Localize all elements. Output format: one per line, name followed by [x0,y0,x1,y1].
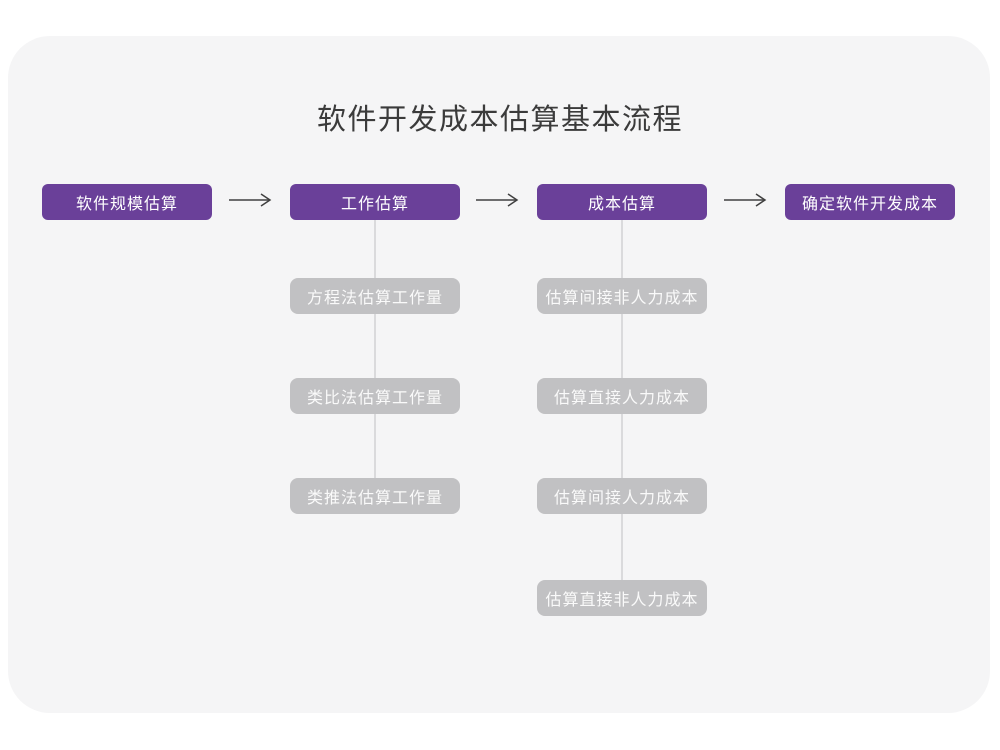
right-arrow-icon [229,193,272,207]
work-method-analogy: 类比法估算工作量 [290,378,460,414]
work-method-extrapolation: 类推法估算工作量 [290,478,460,514]
connector-line-work [374,219,376,499]
flow-step-software-scale-estimation: 软件规模估算 [42,184,212,220]
cost-item-indirect-nonlabor: 估算间接非人力成本 [537,278,707,314]
flow-step-work-estimation: 工作估算 [290,184,460,220]
flow-step-cost-estimation: 成本估算 [537,184,707,220]
diagram-card [8,36,990,713]
diagram-title: 软件开发成本估算基本流程 [316,104,683,136]
right-arrow-icon [476,193,519,207]
flow-step-determine-development-cost: 确定软件开发成本 [785,184,955,220]
cost-item-indirect-labor: 估算间接人力成本 [537,478,707,514]
cost-item-direct-nonlabor: 估算直接非人力成本 [537,580,707,616]
cost-item-direct-labor: 估算直接人力成本 [537,378,707,414]
work-method-equation: 方程法估算工作量 [290,278,460,314]
right-arrow-icon [724,193,767,207]
